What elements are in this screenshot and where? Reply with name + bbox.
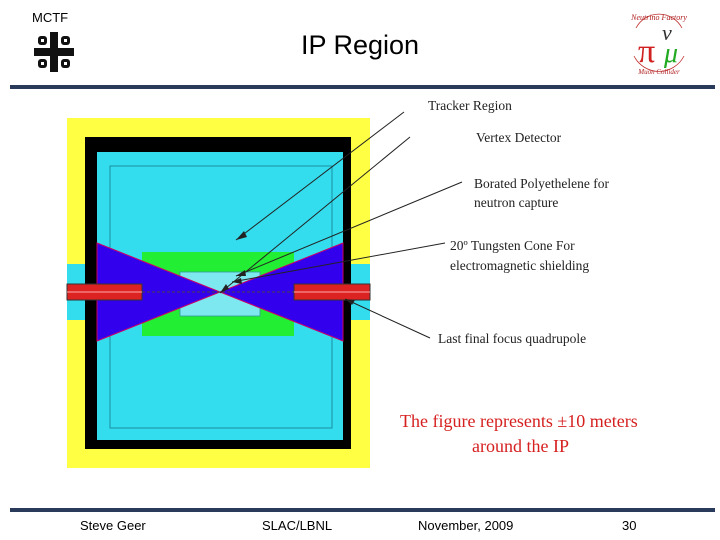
label-borated-line2: neutron capture: [474, 195, 558, 210]
label-borated-line1: Borated Polyethelene for: [474, 176, 609, 191]
nf-logo-bottom-text: Muon Collider: [637, 68, 680, 76]
label-tungsten-line2: electromagnetic shielding: [450, 258, 589, 273]
fermilab-logo: [34, 32, 74, 72]
neutrino-factory-logo: Neutrino Factory π ν μ Muon Collider: [630, 13, 687, 76]
footer-date: November, 2009: [418, 518, 514, 533]
ip-region-diagram: Tracker Region Vertex Detector Borated P…: [66, 98, 638, 468]
slide-title: IP Region: [300, 30, 420, 60]
svg-text:ν: ν: [662, 20, 672, 45]
footer-author: Steve Geer: [80, 518, 146, 533]
caption-line1: The figure represents ±10 meters: [400, 411, 638, 431]
label-quadrupole: Last final focus quadrupole: [438, 331, 586, 346]
arrow-tracker-region: [235, 111, 405, 241]
title-rule: [10, 85, 715, 89]
arrow-borated: [235, 181, 463, 277]
label-tracker-region: Tracker Region: [428, 98, 512, 113]
nf-logo-top-text: Neutrino Factory: [630, 13, 687, 22]
mctf-label: MCTF: [32, 10, 69, 25]
svg-text:π: π: [638, 33, 655, 70]
footer-page-number: 30: [622, 518, 637, 533]
arrow-quadrupole: [344, 298, 431, 339]
label-tungsten-line1: 20º Tungsten Cone For: [450, 238, 575, 253]
footer-rule: [10, 508, 715, 512]
arrow-vertex-detector: [219, 136, 411, 294]
arrow-tungsten: [231, 242, 446, 283]
svg-text:μ: μ: [663, 38, 678, 69]
footer-organization: SLAC/LBNL: [262, 518, 333, 533]
label-vertex-detector: Vertex Detector: [476, 130, 562, 145]
caption-line2: around the IP: [472, 436, 569, 456]
